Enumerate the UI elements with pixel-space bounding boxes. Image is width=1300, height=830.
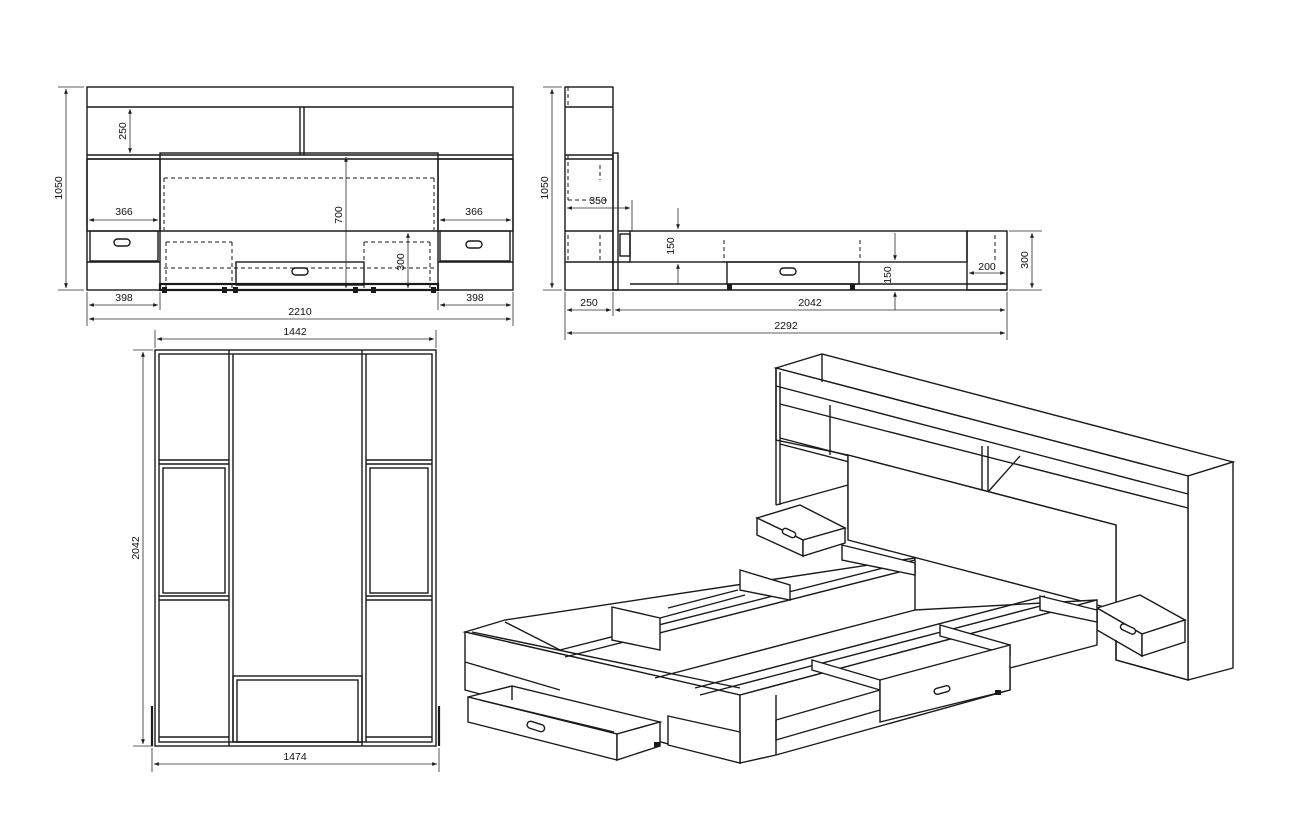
right-niche-width-label: 366 [465,206,483,218]
frame-length-label: 2042 [798,297,822,309]
right-side-width-label: 398 [466,292,484,304]
left-niche-width-label: 366 [115,206,133,218]
top-depth-label: 350 [589,195,607,207]
end-depth-label: 200 [978,261,996,273]
side-view [564,86,1008,291]
total-length-label: 2292 [774,320,798,332]
side-drawer-height-label: 150 [882,266,894,284]
inner-height-label: 700 [333,206,345,224]
isometric-view [462,353,1236,764]
front-view [86,86,514,293]
shelf-height-label: 250 [117,122,129,140]
front-view-dimensions: 1050 250 366 366 700 300 398 398 2210 [53,86,514,326]
left-side-width-label: 398 [115,292,133,304]
end-height-label: 300 [1019,251,1031,269]
total-width-label: 2210 [288,306,312,318]
front-height-label: 1050 [53,176,65,200]
side-height-label: 1050 [539,176,551,200]
top-outer-width-label: 1474 [283,751,307,763]
rail-height-label: 150 [665,237,677,255]
headboard-depth-label: 250 [580,297,598,309]
top-length-label: 2042 [130,536,142,560]
top-inner-width-label: 1442 [283,326,307,338]
side-view-dimensions: 1050 350 150 150 300 200 250 2042 2292 [539,86,1042,340]
drawer-height-label: 300 [395,253,407,271]
top-view-dimensions: 1442 2042 1474 [130,326,440,772]
top-view [150,349,441,747]
